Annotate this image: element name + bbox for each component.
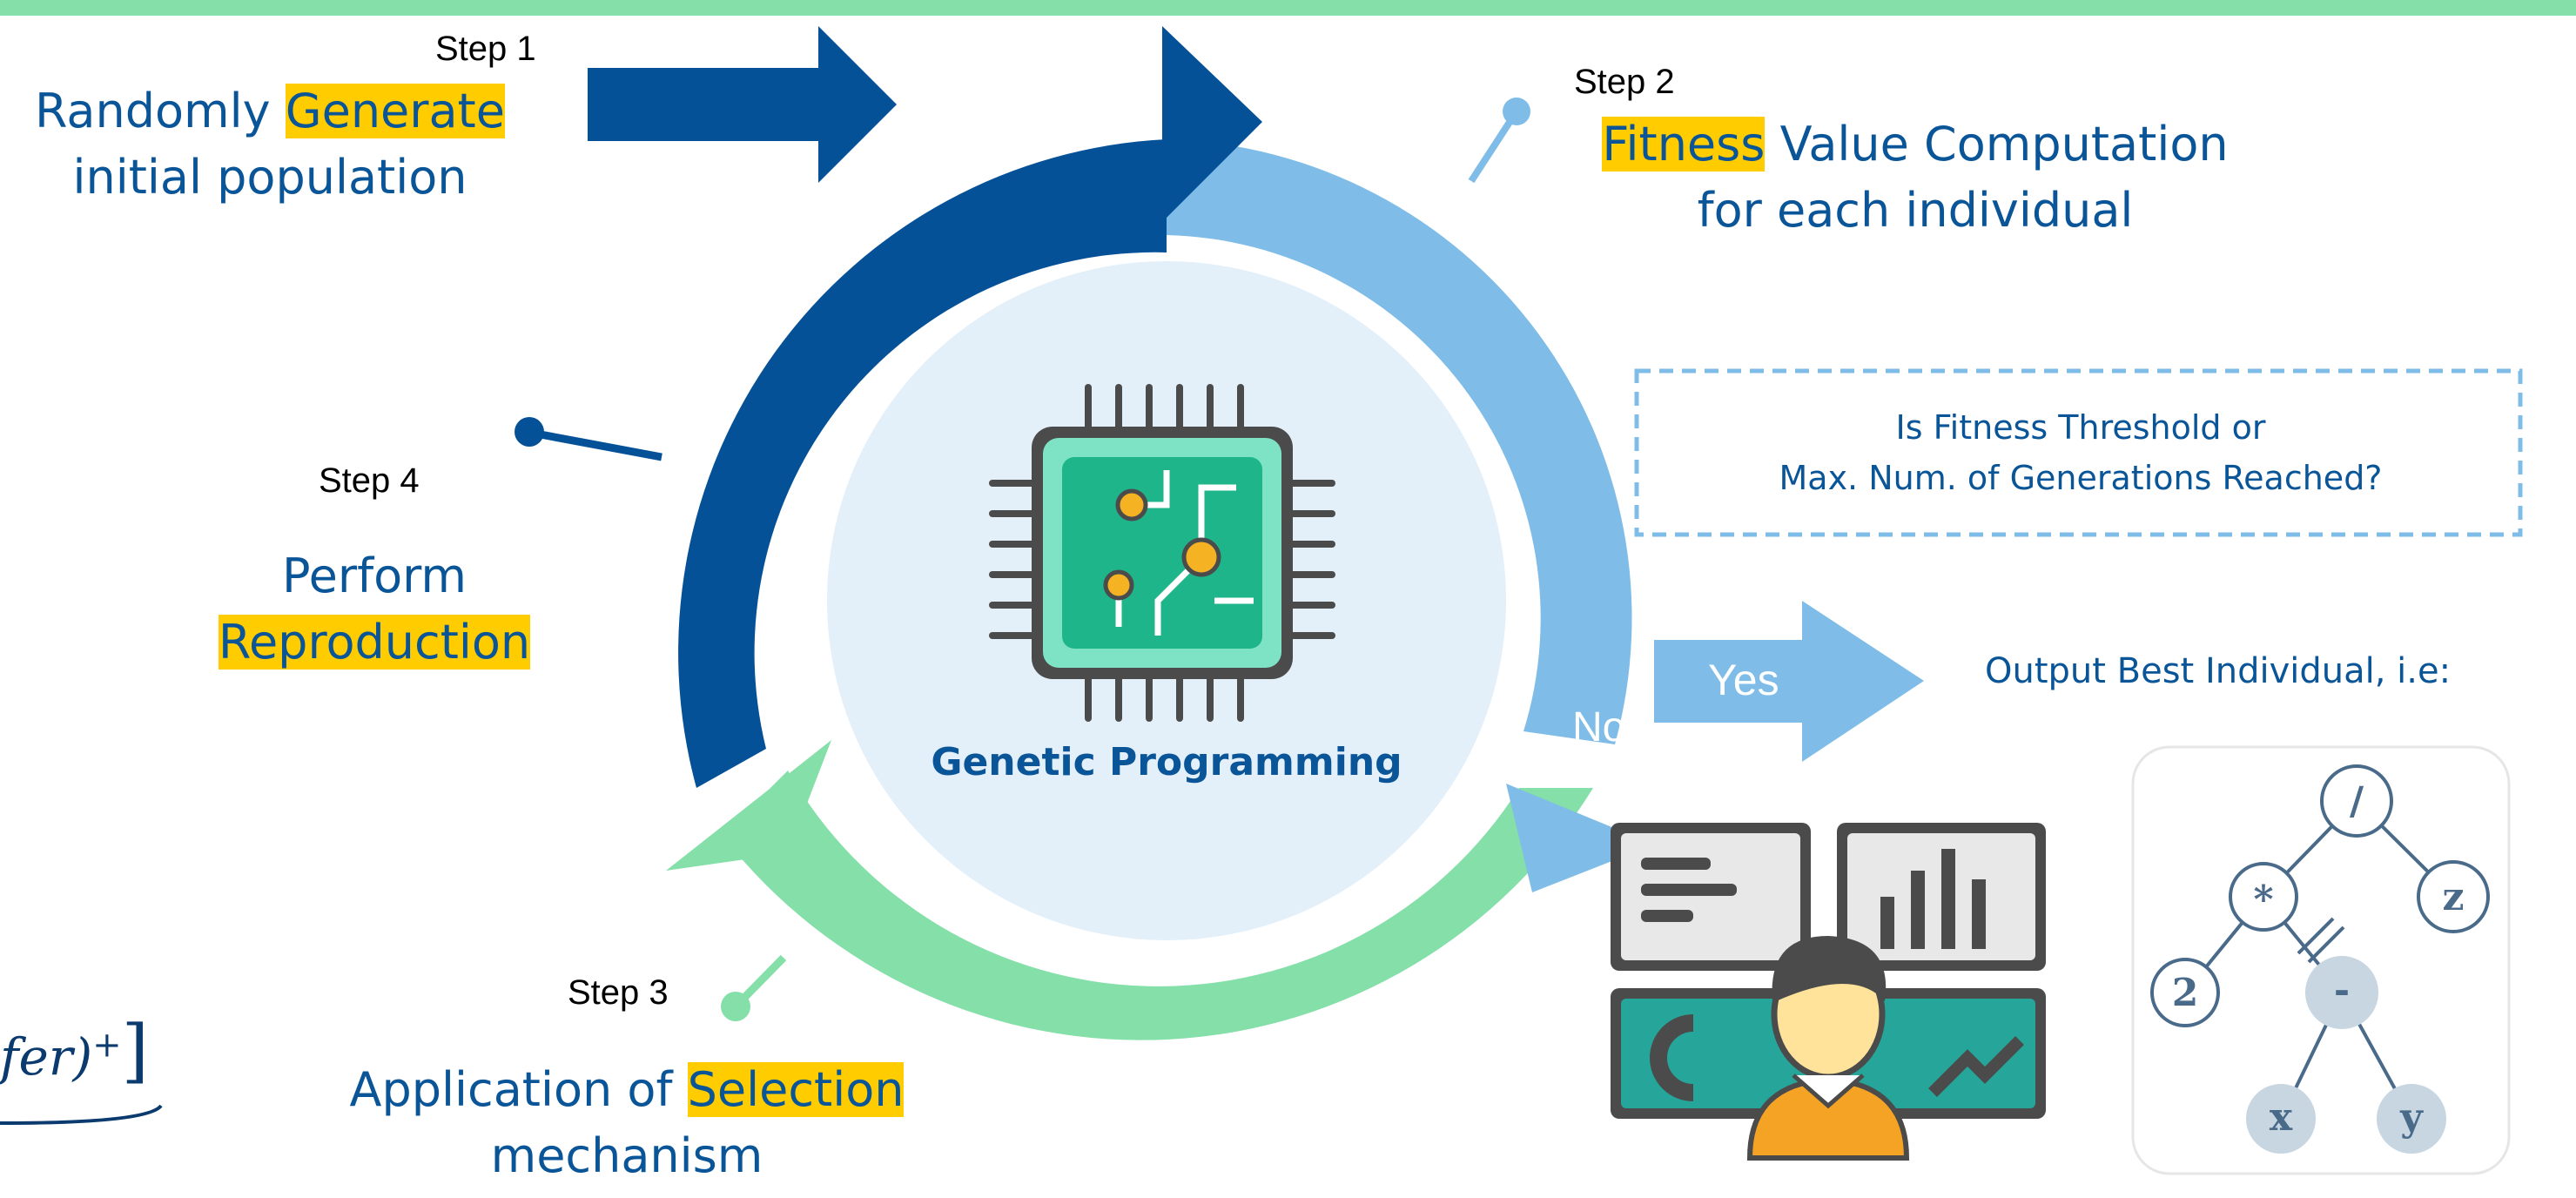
decision-box — [1634, 368, 2523, 537]
arc-arrowhead-green — [666, 740, 831, 871]
tree-node-label: 2 — [2172, 971, 2199, 1015]
reproduction-arc — [678, 139, 1167, 788]
center-label: Genetic Programming — [931, 740, 1402, 784]
step3-pin-icon — [721, 992, 750, 1021]
step4-title: Perform Reproduction — [218, 549, 531, 670]
tree-node-label: * — [2253, 878, 2273, 922]
no-label: No — [1572, 704, 1626, 750]
step2-title: Fitness Value Computation for each indiv… — [1602, 117, 2229, 238]
tree-node-label: / — [2350, 779, 2364, 824]
cpu-chip-icon — [989, 384, 1335, 722]
step1-label: Step 1 — [435, 30, 536, 68]
yes-label: Yes — [1708, 656, 1779, 704]
tree-node-label: y — [2399, 1095, 2424, 1140]
step2-pin-icon — [1503, 98, 1530, 125]
selection-arc — [723, 771, 1593, 1040]
fitness-arc — [1167, 139, 1632, 744]
yes-arrow — [1654, 601, 1924, 762]
tree-node-label: - — [2334, 968, 2350, 1013]
step3-title: Application of Selection mechanism — [349, 1062, 905, 1183]
top-accent-bar — [0, 0, 2576, 16]
step1-arrow — [588, 26, 897, 183]
tree-node-label: z — [2443, 875, 2465, 919]
arc-arrowhead-lightblue — [1506, 784, 1654, 892]
expression-tree-icon: / * z 2 - x y — [2131, 745, 2511, 1175]
formula-fragment: fer)+] — [0, 1010, 149, 1091]
step4-label: Step 4 — [319, 461, 420, 500]
tree-node-label: x — [2270, 1095, 2293, 1140]
step3-label: Step 3 — [568, 973, 669, 1012]
arc-arrowhead-top — [1162, 26, 1262, 222]
step2-label: Step 2 — [1574, 63, 1675, 101]
data-analyst-icon — [1611, 823, 2046, 1161]
step4-pin-icon — [515, 417, 544, 447]
step1-title: Randomly Generate initial population — [35, 84, 505, 205]
output-label: Output Best Individual, i.e: — [1985, 651, 2452, 691]
